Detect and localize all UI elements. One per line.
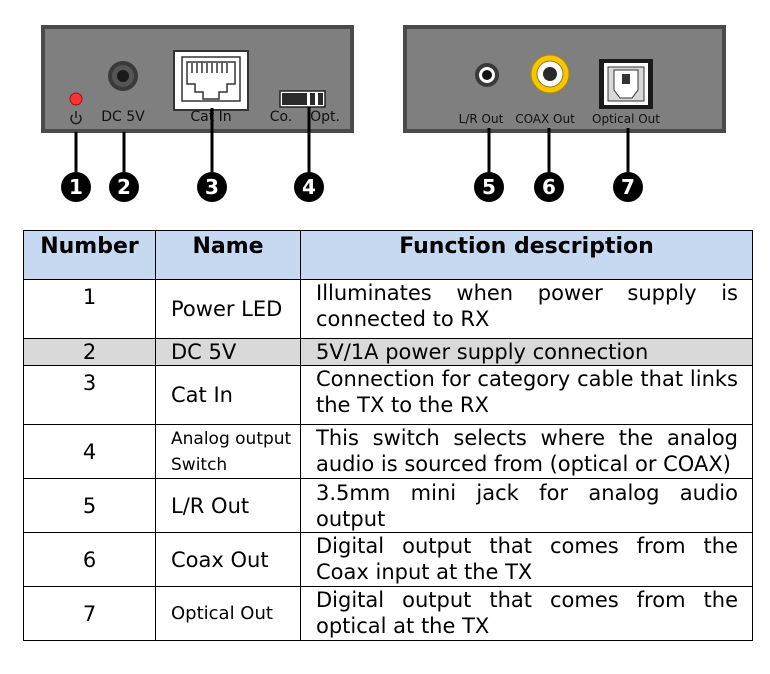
- coax-label: COAX Out: [515, 112, 575, 126]
- row-description: 3.5mm mini jack for analog audio output: [300, 478, 753, 533]
- row-name: Analog output Switch: [155, 424, 301, 479]
- table-row: 7 Optical Out Digital output that comes …: [23, 586, 753, 641]
- row-description: 5V/1A power supply connection: [300, 338, 753, 366]
- function-table: Number Name Function description 1 Power…: [23, 230, 753, 641]
- callout-leaders: [74, 107, 630, 172]
- callout-4-number: 4: [302, 175, 316, 199]
- rca-icon: [530, 54, 570, 94]
- opt-label: Opt.: [310, 109, 340, 125]
- callout-7: 7: [613, 172, 643, 202]
- row-name: L/R Out: [155, 478, 301, 533]
- header-number: Number: [23, 230, 156, 280]
- table-row: 4 Analog output Switch This switch selec…: [23, 424, 753, 479]
- output-panel: L/R Out COAX Out Optical Out: [403, 25, 726, 133]
- callout-1: 1: [61, 172, 91, 202]
- callout-3: 3: [197, 172, 227, 202]
- device-panels-diagram: DC 5V Cat In Co. Opt.: [41, 25, 726, 202]
- slide-switch-icon: [279, 90, 326, 108]
- callout-6: 6: [534, 172, 564, 202]
- table-row: 1 Power LED Illuminates when power suppl…: [23, 279, 753, 339]
- table-row: 3 Cat In Connection for category cable t…: [23, 365, 753, 425]
- row-description: Connection for category cable that links…: [300, 365, 753, 425]
- table-row: 5 L/R Out 3.5mm mini jack for analog aud…: [23, 478, 753, 533]
- row-name: Power LED: [155, 279, 301, 339]
- dc-label: DC 5V: [101, 109, 145, 125]
- callout-7-number: 7: [621, 175, 635, 199]
- optical-label: Optical Out: [592, 112, 660, 126]
- callout-5: 5: [474, 172, 504, 202]
- dc-jack-icon: [108, 61, 138, 91]
- callout-4: 4: [294, 172, 324, 202]
- lr-label: L/R Out: [459, 112, 504, 126]
- callout-6-number: 6: [542, 175, 556, 199]
- row-number: 1: [23, 279, 156, 339]
- callout-1-number: 1: [69, 175, 83, 199]
- row-description: This switch selects where the analog aud…: [300, 424, 753, 479]
- callout-2-number: 2: [117, 175, 131, 199]
- row-name: DC 5V: [155, 338, 301, 366]
- header-description: Function description: [300, 230, 753, 280]
- jack-icon: [475, 63, 499, 87]
- row-description: Digital output that comes from the Coax …: [300, 532, 753, 587]
- callout-5-number: 5: [482, 175, 496, 199]
- callout-3-number: 3: [205, 175, 219, 199]
- row-number: 5: [23, 478, 156, 533]
- power-led: [69, 92, 83, 106]
- row-name: Optical Out: [155, 586, 301, 641]
- power-icon: [70, 111, 82, 125]
- row-number: 2: [23, 338, 156, 366]
- row-number: 4: [23, 424, 156, 479]
- row-number: 6: [23, 532, 156, 587]
- row-description: Digital output that comes from the optic…: [300, 586, 753, 641]
- row-name: Cat In: [155, 365, 301, 425]
- row-number: 3: [23, 365, 156, 425]
- table-row: 6 Coax Out Digital output that comes fro…: [23, 532, 753, 587]
- rj45-port-icon: [173, 50, 249, 111]
- toslink-icon: [599, 59, 653, 109]
- row-number: 7: [23, 586, 156, 641]
- row-description: Illuminates when power supply is connect…: [300, 279, 753, 339]
- callout-2: 2: [109, 172, 139, 202]
- table-header-row: Number Name Function description: [23, 230, 753, 280]
- table-row: 2 DC 5V 5V/1A power supply connection: [23, 338, 753, 366]
- rx-panel: DC 5V Cat In Co. Opt.: [41, 25, 354, 133]
- header-name: Name: [155, 230, 301, 280]
- row-name: Coax Out: [155, 532, 301, 587]
- co-label: Co.: [270, 109, 293, 125]
